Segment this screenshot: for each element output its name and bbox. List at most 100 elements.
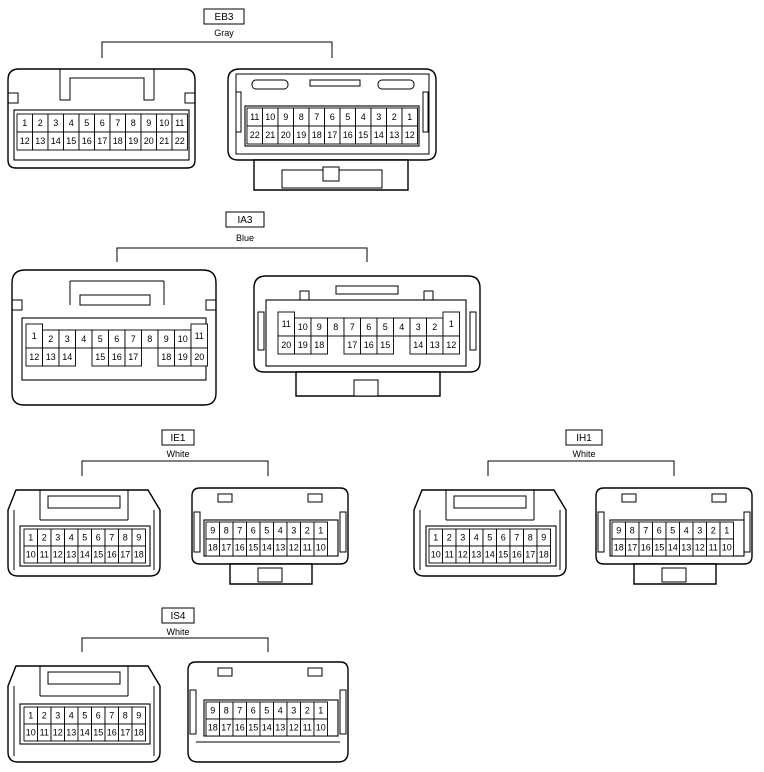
pin-number: 1 [28,711,33,721]
pin-number: 15 [358,130,368,140]
pin-number: 19 [128,136,138,146]
pin-number: 12 [405,130,415,140]
pin-number: 7 [131,334,136,344]
pin-number: 1 [433,533,438,543]
pin-number: 5 [84,118,89,128]
pin-cell [58,347,76,367]
pin-number: 2 [432,322,437,332]
pin-number: 19 [296,130,306,140]
pin-number: 12 [53,728,63,738]
pin-number: 2 [38,118,43,128]
pin-cell [376,335,394,355]
pin-number: 3 [55,533,60,543]
pin-number: 8 [224,526,229,536]
pin-number: 18 [208,543,218,553]
pin-number: 14 [262,543,272,553]
pin-number: 2 [392,112,397,122]
pin-number: 12 [29,352,39,362]
pin-number: 17 [221,723,231,733]
pin-number: 20 [281,340,291,350]
pin-number: 16 [82,136,92,146]
pin-cell [310,335,328,355]
pin-number: 8 [333,322,338,332]
connector-code: EB3 [215,12,234,23]
pin-number: 6 [366,322,371,332]
pin-number: 1 [22,118,27,128]
connector-color: White [166,449,189,459]
pin-number: 16 [343,130,353,140]
pin-number: 5 [383,322,388,332]
pin-number: 10 [722,543,732,553]
pin-number: 6 [114,334,119,344]
pin-number: 22 [175,136,185,146]
pin-number: 7 [314,112,319,122]
pin-number: 17 [525,550,535,560]
pin-number: 10 [431,550,441,560]
pin-cell [124,347,142,367]
connector-code: IA3 [237,215,252,226]
pin-number: 16 [512,550,522,560]
pin-number: 1 [449,319,454,329]
pin-number: 7 [350,322,355,332]
pin-number: 5 [98,334,103,344]
pin-number: 10 [178,334,188,344]
pin-number: 17 [347,340,357,350]
pin-number: 8 [630,526,635,536]
pin-number: 3 [291,706,296,716]
connector-code-box [161,607,195,624]
pin-number: 7 [237,706,242,716]
pin-number: 10 [265,112,275,122]
pin-number: 14 [413,340,423,350]
pin-number: 11 [40,728,49,738]
pin-number: 3 [65,334,70,344]
pin-number: 6 [501,533,506,543]
pairing-bracket [116,247,368,262]
pin-number: 13 [66,550,76,560]
pin-number: 11 [40,550,49,560]
pin-number: 5 [82,533,87,543]
pin-number: 5 [264,526,269,536]
pin-number: 15 [93,550,103,560]
pin-number: 11 [250,112,259,122]
pin-number: 15 [380,340,390,350]
pin-number: 18 [539,550,549,560]
pin-number: 13 [275,543,285,553]
pin-number: 4 [684,526,689,536]
pin-number: 10 [316,723,326,733]
pin-number: 10 [298,322,308,332]
pin-number: 3 [460,533,465,543]
pin-number: 11 [303,543,312,553]
connector-code: IE1 [170,433,185,444]
pin-number: 16 [235,543,245,553]
pin-number: 1 [407,112,412,122]
pin-number: 15 [248,543,258,553]
pin-number: 13 [66,728,76,738]
pin-number: 9 [541,533,546,543]
pin-number: 4 [69,711,74,721]
pin-number: 10 [159,118,169,128]
pin-number: 8 [147,334,152,344]
pin-number: 14 [668,543,678,553]
pin-number: 3 [376,112,381,122]
pin-number: 8 [528,533,533,543]
pin-number: 2 [48,334,53,344]
pin-number: 4 [69,118,74,128]
pairing-bracket [487,460,675,476]
pin-cell [442,335,460,355]
pin-number: 4 [361,112,366,122]
pin-cell [131,723,146,742]
pin-number: 4 [474,533,479,543]
pin-number: 13 [389,130,399,140]
pin-number: 10 [316,543,326,553]
pin-number: 9 [210,706,215,716]
pin-number: 7 [237,526,242,536]
pin-number: 17 [120,550,130,560]
